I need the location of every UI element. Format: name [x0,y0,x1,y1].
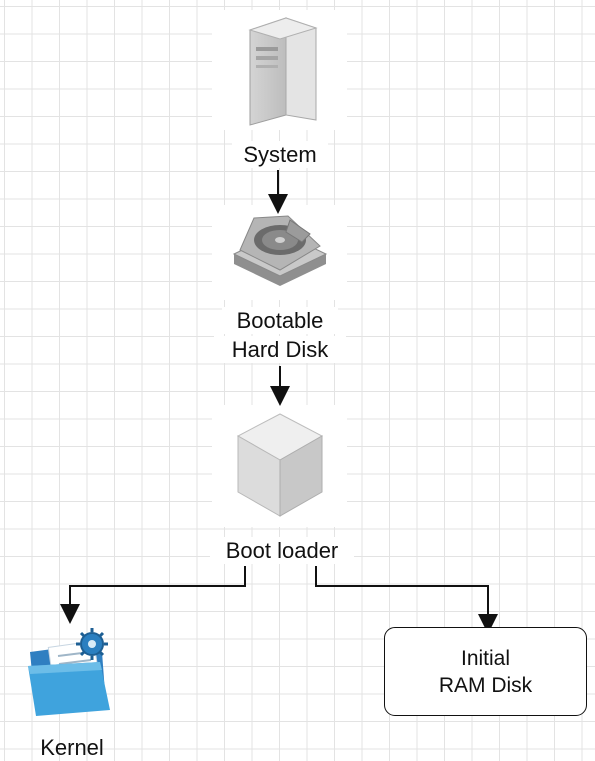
node-label-kernel: Kernel [40,735,104,760]
server-tower-icon [248,17,318,126]
edge-bootloader-to-ramdisk [315,566,498,634]
node-label-system: System [232,141,328,168]
node-label-hard-disk-line2: Hard Disk [214,336,346,363]
folder-gear-icon [28,628,110,716]
node-label-boot-loader: Boot loader [210,537,354,564]
hard-disk-icon [232,215,328,286]
node-label-hard-disk-line1: Bootable [222,307,338,334]
node-label-ram-disk-line2: RAM Disk [438,673,533,697]
initial-ram-disk-node: Initial RAM Disk [384,627,587,716]
cube-icon [236,413,324,517]
edge-bootloader-to-kernel [60,566,246,624]
node-label-ram-disk-line1: Initial [460,646,511,670]
